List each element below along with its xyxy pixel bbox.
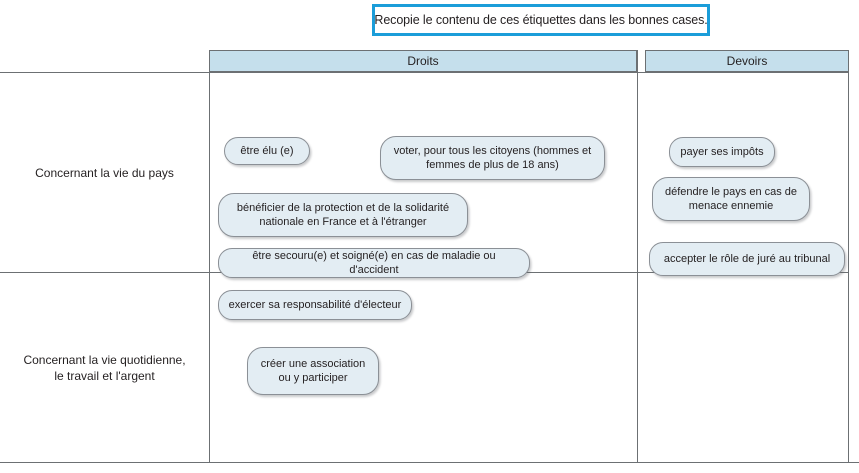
row-label-vie-quotidienne-text: Concernant la vie quotidienne, le travai… bbox=[23, 352, 185, 384]
table-rule-vertical-middle bbox=[637, 50, 638, 463]
instruction-text: Recopie le contenu de ces étiquettes dan… bbox=[374, 12, 708, 27]
column-header-droits: Droits bbox=[209, 50, 637, 72]
row-label-vie-quotidienne-line1: Concernant la vie quotidienne, bbox=[23, 352, 186, 367]
column-header-devoirs-label: Devoirs bbox=[726, 54, 768, 68]
label-pill-etre-secouru[interactable]: être secouru(e) et soigné(e) en cas de m… bbox=[218, 248, 530, 278]
label-pill-etre-elu[interactable]: être élu (e) bbox=[224, 137, 310, 165]
table-rule-horizontal-top bbox=[0, 72, 849, 73]
label-pill-creer-association[interactable]: créer une association ou y participer bbox=[247, 347, 379, 395]
row-label-vie-quotidienne-line2: le travail et l'argent bbox=[54, 368, 155, 383]
label-pill-beneficier[interactable]: bénéficier de la protection et de la sol… bbox=[218, 193, 468, 237]
label-pill-exercer[interactable]: exercer sa responsabilité d'électeur bbox=[218, 290, 412, 320]
worksheet-table: Droits Devoirs Concernant la vie du pays… bbox=[0, 50, 859, 464]
label-pill-voter[interactable]: voter, pour tous les citoyens (hommes et… bbox=[380, 136, 605, 180]
row-label-vie-du-pays: Concernant la vie du pays bbox=[0, 73, 209, 272]
table-rule-horizontal-bottom bbox=[0, 462, 859, 463]
row-label-vie-quotidienne: Concernant la vie quotidienne, le travai… bbox=[0, 273, 209, 462]
label-pill-payer-impots[interactable]: payer ses impôts bbox=[669, 137, 775, 167]
instruction-banner: Recopie le contenu de ces étiquettes dan… bbox=[372, 4, 710, 36]
table-rule-vertical-left bbox=[209, 50, 210, 463]
row-label-vie-du-pays-text: Concernant la vie du pays bbox=[35, 165, 174, 180]
table-rule-vertical-right bbox=[848, 50, 849, 463]
label-pill-jure[interactable]: accepter le rôle de juré au tribunal bbox=[649, 242, 845, 276]
label-pill-defendre[interactable]: défendre le pays en cas de menace ennemi… bbox=[652, 177, 810, 221]
column-header-devoirs: Devoirs bbox=[645, 50, 849, 72]
column-header-droits-label: Droits bbox=[407, 54, 439, 68]
